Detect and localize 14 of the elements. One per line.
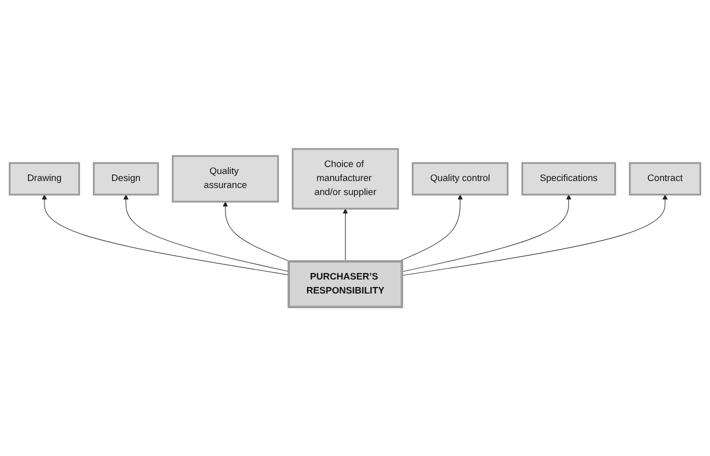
node-box: Choice of manufacturer and/or supplier: [292, 148, 399, 210]
node-box: Design: [92, 162, 159, 196]
node-box: Quality control: [412, 162, 509, 196]
arrow: [123, 194, 290, 272]
node-box: Contract: [628, 162, 702, 196]
node-box: Quality assurance: [172, 155, 279, 203]
node-box: Drawing: [8, 162, 80, 196]
node-box: Specifications: [521, 162, 616, 196]
node-box: PURCHASER’S RESPONSIBILITY: [288, 260, 404, 308]
arrow: [42, 194, 290, 276]
arrow: [402, 194, 572, 272]
arrow: [402, 194, 668, 276]
arrow: [342, 208, 348, 262]
arrow: [222, 201, 290, 262]
